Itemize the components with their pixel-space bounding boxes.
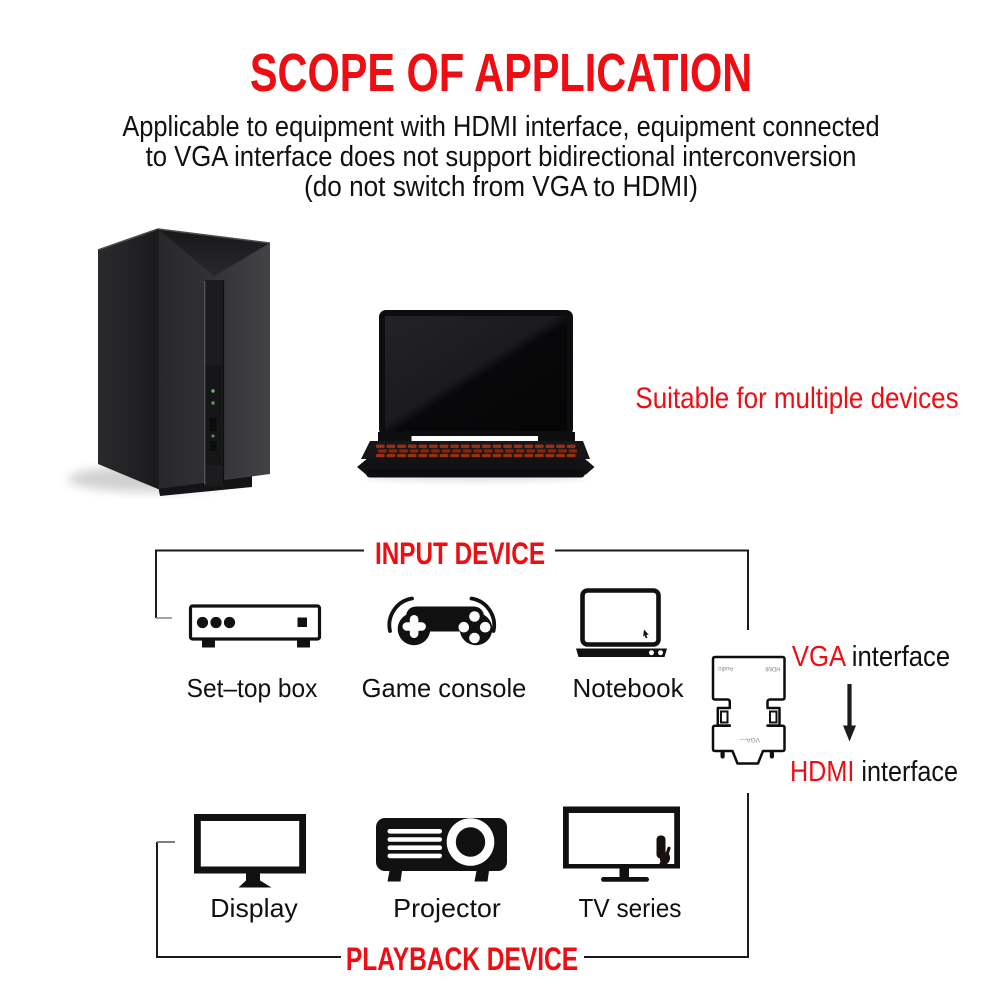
svg-text:Audio: Audio <box>717 665 733 671</box>
svg-text:VGA—: VGA— <box>739 736 760 743</box>
svg-text:HDMI: HDMI <box>765 665 781 671</box>
